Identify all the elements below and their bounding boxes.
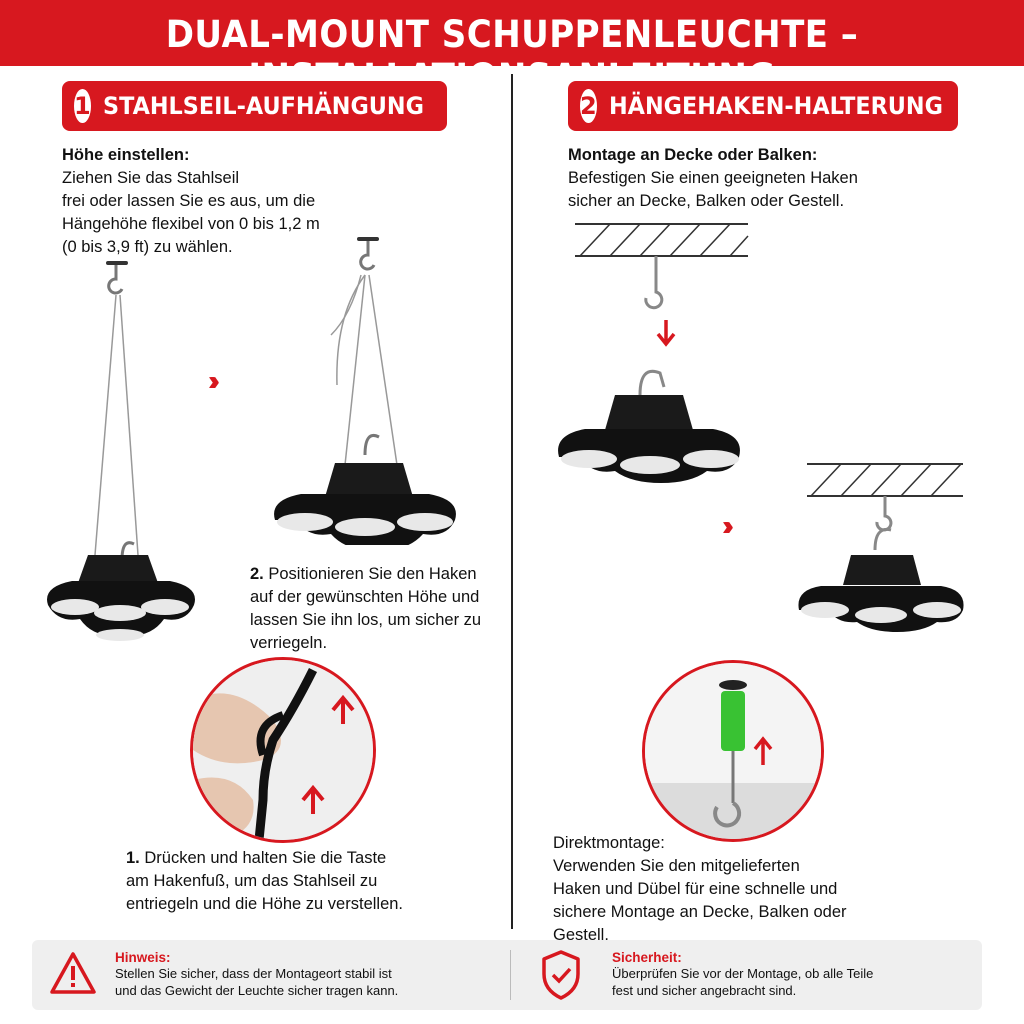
footer-divider (510, 950, 511, 1000)
ceiling-hook-illustration (575, 223, 749, 347)
step1-line: am Hakenfuß, um das Stahlseil zu (126, 872, 378, 890)
column-divider (511, 74, 513, 929)
direct-line: Gestell. (553, 926, 609, 944)
section2-label: HÄNGEHAKEN-HALTERUNG (608, 92, 943, 120)
triple-chevron-right-icon: ››› (208, 365, 220, 396)
section2-heading: Montage an Decke oder Balken: (568, 146, 818, 164)
section1-heading: Höhe einstellen: (62, 146, 190, 164)
safety-line: fest und sicher angebracht sind. (612, 983, 797, 998)
arrow-up-icon (331, 694, 355, 724)
arrow-down-icon (656, 320, 676, 347)
safety-title: Sicherheit: (612, 950, 682, 965)
section1-label: STAHLSEIL-AUFHÄNGUNG (102, 92, 424, 120)
arrow-up-icon (301, 784, 325, 814)
arrow-up-icon (753, 736, 773, 765)
step1-number: 1. (126, 849, 140, 867)
step2-line: auf der gewünschten Höhe und (250, 588, 480, 606)
safety-line: Überprüfen Sie vor der Montage, ob alle … (612, 966, 874, 981)
dowel-hook-detail-illustration (645, 663, 821, 839)
step2-line: Positionieren Sie den Haken (268, 565, 477, 583)
hook-detail-circle (190, 657, 376, 843)
title-banner: DUAL-MOUNT SCHUPPENLEUCHTE – INSTALLATIO… (0, 0, 1024, 99)
section2-intro: Montage an Decke oder Balken: Befestigen… (568, 144, 988, 213)
step2-text: 2. Positionieren Sie den Haken auf der g… (250, 563, 510, 655)
section2-badge: 2 HÄNGEHAKEN-HALTERUNG (568, 81, 958, 131)
shield-check-icon (542, 950, 580, 1000)
hint-line: und das Gewicht der Leuchte sicher trage… (115, 983, 399, 998)
section1-line: Ziehen Sie das Stahlseil (62, 169, 240, 187)
direct-line: sichere Montage an Decke, Balken oder (553, 903, 847, 921)
hook-button-detail-illustration (193, 660, 373, 840)
section1-line: (0 bis 3,9 ft) zu wählen. (62, 238, 233, 256)
lamp-short-cable-illustration (274, 237, 456, 545)
section1-line: Hängehöhe flexibel von 0 bis 1,2 m (62, 215, 320, 233)
lamp-hung-on-ceiling-illustration (798, 463, 964, 632)
hint-title: Hinweis: (115, 950, 171, 965)
footer-notes: Hinweis: Stellen Sie sicher, dass der Mo… (32, 940, 982, 1010)
section1-number: 1 (74, 89, 91, 123)
step1-line: entriegeln und die Höhe zu verstellen. (126, 895, 404, 913)
section2-line: sicher an Decke, Balken oder Gestell. (568, 192, 845, 210)
section1-line: frei oder lassen Sie es aus, um die (62, 192, 316, 210)
direct-mount-text: Direktmontage: Verwenden Sie den mitgeli… (553, 832, 953, 947)
direct-line: Direktmontage: (553, 834, 665, 852)
warning-triangle-icon (50, 952, 96, 994)
direct-line: Verwenden Sie den mitgelieferten (553, 857, 800, 875)
section2-line: Befestigen Sie einen geeigneten Haken (568, 169, 858, 187)
section1-intro: Höhe einstellen: Ziehen Sie das Stahlsei… (62, 144, 462, 259)
lamp-long-cable-illustration (47, 261, 195, 641)
step2-line: lassen Sie ihn los, um sicher zu (250, 611, 482, 629)
direct-line: Haken und Dübel für eine schnelle und (553, 880, 838, 898)
triple-chevron-right-icon: ››› (722, 510, 734, 541)
section2-number: 2 (580, 89, 597, 123)
step2-number: 2. (250, 565, 264, 583)
hint-note: Hinweis: Stellen Sie sicher, dass der Mo… (115, 950, 495, 999)
section1-badge: 1 STAHLSEIL-AUFHÄNGUNG (62, 81, 447, 131)
hint-line: Stellen Sie sicher, dass der Montageort … (115, 966, 392, 981)
step1-text: 1. Drücken und halten Sie die Taste am H… (126, 847, 486, 916)
step2-line: verriegeln. (250, 634, 328, 652)
step1-line: Drücken und halten Sie die Taste (144, 849, 387, 867)
lamp-hook-mount-illustration (558, 369, 740, 483)
safety-note: Sicherheit: Überprüfen Sie vor der Monta… (612, 950, 972, 999)
dowel-detail-circle (642, 660, 824, 842)
